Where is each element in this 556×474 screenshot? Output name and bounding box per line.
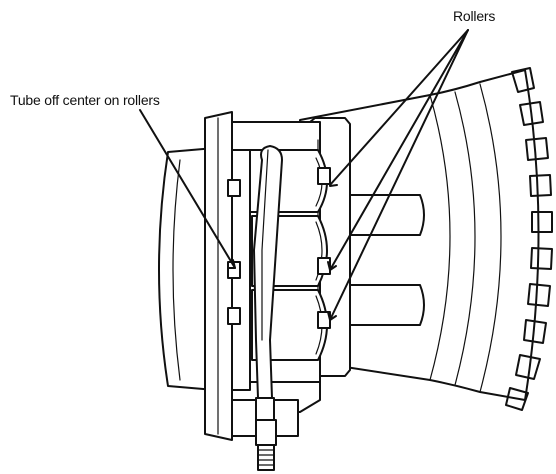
threaded-fitting bbox=[255, 419, 277, 471]
roller-arrow-bottom bbox=[327, 311, 337, 321]
tube-off-center-label: Tube off center on rollers bbox=[10, 92, 160, 108]
callout-lines bbox=[139, 29, 469, 321]
roller-arrow-middle bbox=[327, 261, 337, 271]
rollers-label: Rollers bbox=[453, 8, 496, 24]
roller-line-bottom bbox=[329, 29, 469, 321]
roller-line-top bbox=[329, 29, 469, 186]
cover-plate bbox=[158, 111, 251, 441]
tube-callout-arrow bbox=[227, 259, 236, 269]
roller-arrow-top bbox=[329, 177, 338, 187]
tube bbox=[253, 145, 283, 421]
roller-line-middle bbox=[329, 29, 469, 271]
tube-callout-line bbox=[139, 109, 236, 269]
